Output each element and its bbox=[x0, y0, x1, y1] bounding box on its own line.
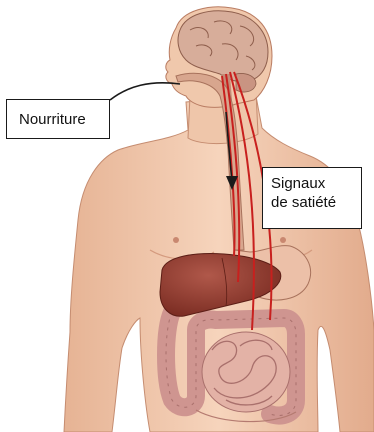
food-label: Nourriture bbox=[6, 99, 110, 139]
satiety-label-line-2: de satiété bbox=[271, 193, 361, 212]
right-nipple bbox=[280, 237, 286, 243]
satiety-label-line-1: Signaux bbox=[271, 174, 361, 193]
left-nipple bbox=[173, 237, 179, 243]
food-leader-line bbox=[110, 83, 180, 100]
satiety-signals-label: Signaux de satiété bbox=[262, 167, 362, 229]
